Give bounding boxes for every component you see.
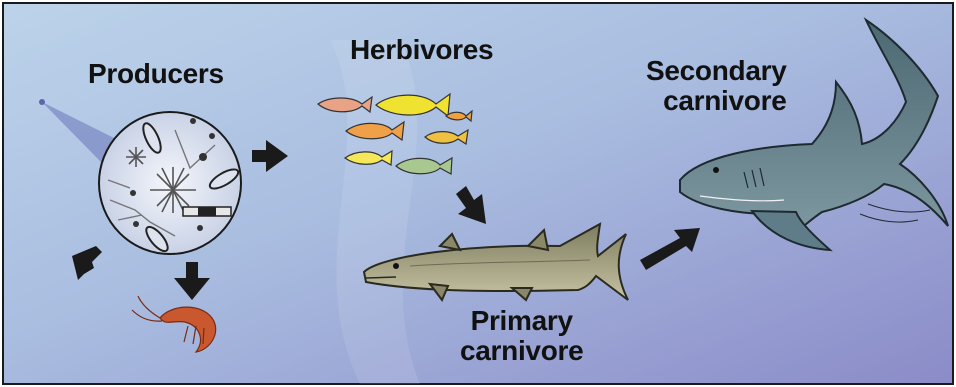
primary-line1: Primary [460,306,583,336]
secondary-line1: Secondary [646,56,786,86]
producers-label: Producers [88,58,224,90]
primary-line2: carnivore [460,336,583,366]
primary-carnivore-label: Primary carnivore [460,306,583,366]
herbivores-text: Herbivores [350,34,493,66]
plankton-circle-icon [99,112,241,254]
secondary-line2: carnivore [646,86,786,116]
producers-text: Producers [88,58,224,90]
herbivores-label: Herbivores [350,34,493,66]
zoom-origin [39,99,45,105]
secondary-carnivore-label: Secondary carnivore [646,56,786,116]
